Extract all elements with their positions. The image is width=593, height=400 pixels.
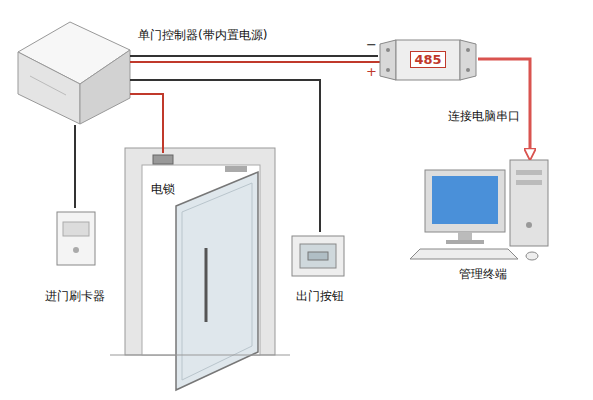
rs485-converter — [380, 40, 476, 80]
node-label: 管理终端 — [459, 267, 507, 282]
wire — [74, 125, 76, 208]
controller-box — [18, 22, 130, 124]
exit-button — [292, 236, 344, 276]
connector-label: 连接电脑串口 — [446, 109, 522, 124]
terminal-node: 管理终端 — [415, 158, 550, 282]
converter-node: 485 — [378, 38, 478, 80]
node-label: 出门按钮 — [296, 289, 344, 304]
door-illustration — [110, 148, 290, 390]
button-node: 出门按钮 — [283, 232, 357, 304]
wire — [130, 80, 320, 232]
reader-node: 进门刷卡器 — [35, 208, 115, 304]
node-label: 485 — [410, 51, 445, 68]
node-label: 电锁 — [151, 182, 175, 197]
wire — [130, 55, 378, 57]
lock-node: 电锁 — [146, 153, 180, 197]
card-reader — [57, 212, 95, 265]
wire — [130, 94, 163, 153]
heading-label: 单门控制器(带内置电源) — [138, 28, 267, 43]
node-label: 进门刷卡器 — [45, 289, 105, 304]
controller-node: 单门控制器(带内置电源) — [20, 20, 130, 125]
computer — [410, 160, 548, 260]
polarity-mark: + — [366, 65, 377, 79]
polarity-mark: − — [366, 38, 377, 52]
red-wire — [130, 61, 380, 63]
